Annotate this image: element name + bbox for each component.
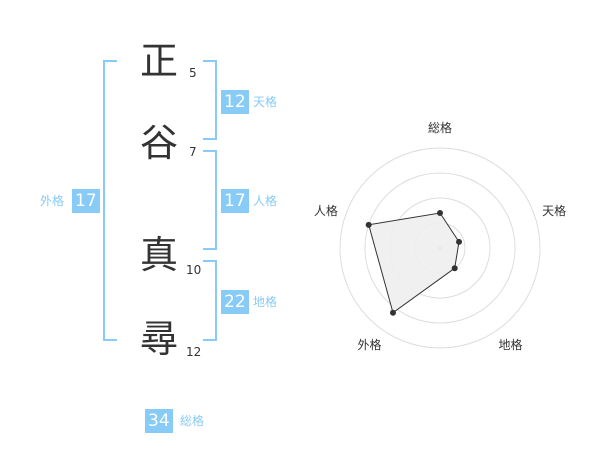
jinkaku-value: 17 [221, 189, 249, 213]
radar-point-5 [365, 221, 372, 228]
stroke-count-1: 5 [189, 66, 197, 80]
name-char-2: 谷 [139, 121, 178, 165]
radar-ring [364, 172, 516, 324]
tenkaku-value: 12 [221, 90, 249, 114]
soukaku-label: 総格 [180, 414, 205, 428]
radar-area [368, 212, 460, 314]
gaikaku-label: 外格 [40, 194, 65, 208]
name-char-3: 真 [139, 233, 178, 277]
radar-point-1 [437, 210, 443, 216]
stroke-count-3: 10 [186, 263, 202, 277]
radar-axis-label-4: 外格 [357, 337, 381, 352]
radar-axis-label-2: 天格 [542, 203, 566, 218]
gaikaku-bracket [103, 60, 117, 341]
radar-ring [339, 147, 541, 349]
radar-point-4 [389, 309, 396, 316]
chikaku-label: 地格 [253, 295, 278, 309]
soukaku-value: 34 [145, 409, 173, 433]
chikaku-value: 22 [221, 290, 249, 314]
chikaku-bracket [203, 260, 217, 341]
gaikaku-value: 17 [72, 189, 100, 213]
name-char-4: 尋 [139, 317, 178, 361]
stroke-count-2: 7 [189, 145, 197, 159]
radar-points [365, 210, 463, 316]
tenkaku-label: 天格 [253, 95, 278, 109]
radar-point-2 [456, 238, 463, 245]
stroke-count-4: 12 [186, 345, 202, 359]
name-char-1: 正 [139, 39, 178, 83]
jinkaku-bracket [203, 150, 217, 250]
tenkaku-bracket [203, 60, 217, 140]
radar-point-3 [451, 265, 458, 272]
radar-axis-label-1: 総格 [428, 120, 452, 135]
radar-axis-label-3: 地格 [498, 337, 522, 352]
jinkaku-label: 人格 [253, 194, 278, 208]
radar-axis-label-5: 人格 [314, 203, 338, 218]
